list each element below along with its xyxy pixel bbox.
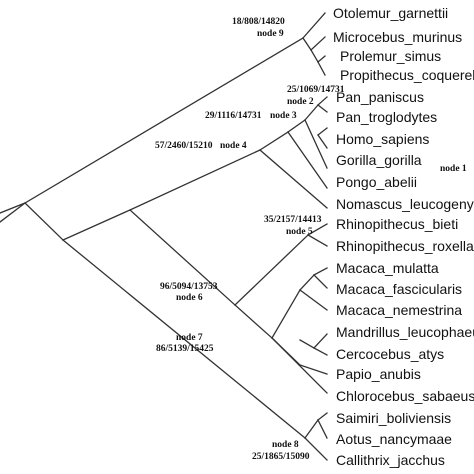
branch-macaca-nemestrina [299,289,328,311]
branch-node4 [259,131,289,151]
taxon-label: Microcebus_murinus [333,29,462,45]
node-9-counts: 18/808/14820 [232,17,285,27]
branch-catarrhini [62,209,131,241]
branch-node3 [287,119,306,133]
node-9-name: node 9 [257,29,284,39]
node-7-counts: 86/5139/15425 [156,344,214,354]
taxon-label: Prolemur_simus [340,48,441,64]
node-8-counts: 25/1865/15090 [252,452,310,462]
taxon-label: Pongo_abelii [336,174,417,190]
branch-node9 [302,37,312,51]
branch-strepsirrhini [24,37,304,204]
branch-lemur-inner [310,49,319,63]
node-2-name: node 2 [287,97,314,107]
branch-chlorocebus [271,337,328,394]
taxon-label: Chlorocebus_sabaeus [336,388,474,404]
node-2-counts: 25/1069/14731 [287,85,345,95]
node-5-name: node 5 [286,227,313,237]
branch-node2 [304,104,319,121]
taxon-label: Nomascus_leucogenys [336,196,474,212]
branch-cercocebus [313,347,328,356]
branch-pan-paniscus [317,96,328,106]
branch-microcebus [310,36,326,51]
branch-aotus [317,419,328,439]
branch-mandrillus [313,333,328,349]
branch-prolemur [317,55,326,63]
branch-gorilla [317,134,328,149]
node-7-name: node 7 [176,333,203,343]
node-8-name: node 8 [272,440,299,450]
branch-nomascus [259,149,328,209]
branch-otolemur [302,12,326,39]
taxon-label: Mandrillus_leucophaeus [336,324,474,340]
branch-macaca-mulatta-group [299,274,315,291]
branch-hominoids [129,149,261,211]
taxon-label: Macaca_mulatta [336,260,439,276]
taxon-label: Macaca_fascicularis [336,281,462,297]
branch-homo [317,127,328,136]
node-4-counts: 57/2460/15210 [155,141,213,151]
taxon-label: Cercocebus_atys [336,346,444,362]
branch-macaca-fascicularis [313,274,328,289]
branch-mandrillus-cercocebus [299,339,315,349]
taxon-label: Pan_paniscus [336,89,424,105]
node-5-counts: 35/2157/14413 [264,215,322,225]
taxon-label: Aotus_nancymaae [336,431,452,447]
taxon-label: Rhinopithecus_roxellana [336,238,474,254]
branch-saimiri [317,412,328,421]
taxon-label: Callithrix_jacchus [336,452,445,468]
branch-colobines [234,234,309,306]
branch-macaca-mulatta [313,267,328,276]
branch-node8 [304,419,319,439]
branch-pan-troglodytes [317,104,328,113]
taxon-label: Papio_anubis [336,366,421,382]
node-6-name: node 6 [176,293,203,303]
taxon-label: Pan_troglodytes [336,109,437,125]
branch-propithecus [317,61,326,76]
branch-anthropoids [24,202,64,241]
node-4-name: node 4 [220,141,247,151]
branch-pongo [287,131,328,189]
taxon-label: Homo_sapiens [336,131,429,147]
taxon-label: Rhinopithecus_bieti [336,216,458,232]
branch-root [0,202,26,223]
taxon-label: Propithecus_coquereli [340,67,474,83]
branch-platyrrhini [62,239,306,439]
branch-rhino-bieti [307,223,328,236]
taxon-label: Saimiri_boliviensis [336,410,451,426]
node-6-counts: 96/5094/13753 [160,282,218,292]
taxon-label: Gorilla_gorilla [336,152,422,168]
branch-papio [299,364,328,375]
branch-rhino-roxellana [307,234,328,247]
branch-callithrix [304,437,328,461]
node-annotations: node 1 25/1069/14731 node 2 29/1116/1473… [155,17,467,462]
node-1-name: node 1 [440,164,467,174]
branch-node1 [304,119,328,169]
taxon-labels: Otolemur_garnettii Microcebus_murinus Pr… [333,5,474,468]
branch-cercopithecoids [129,209,236,306]
node-3-counts: 29/1116/14731 [205,111,262,121]
taxon-label: Macaca_nemestrina [336,302,462,318]
node-3-name: node 3 [270,111,297,121]
tree-branches [0,12,328,461]
taxon-label: Otolemur_garnettii [333,5,448,21]
branch-node7 [234,304,273,339]
branch-macaca [271,289,301,339]
